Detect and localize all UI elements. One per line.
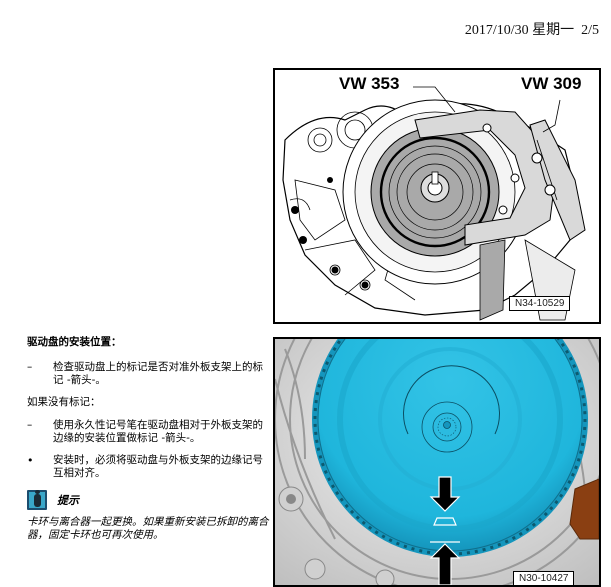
tool-label-vw353: VW 353 (339, 74, 400, 93)
dash-marker: – (27, 361, 33, 373)
step-align-marks: • 安装时，必须将驱动盘与外板支架的边缘记号互相对齐。 (24, 454, 272, 480)
bullet-marker: • (27, 454, 34, 467)
figure-drive-plate-alignment: N30-10427 (273, 337, 601, 587)
step-make-mark: – 使用永久性记号笔在驱动盘相对于外板支架的边缘的安装位置做标记 -箭头-。 (24, 419, 272, 445)
section-title: 驱动盘的安装位置： (27, 336, 122, 348)
step-text: 使用永久性记号笔在驱动盘相对于外板支架的边缘的安装位置做标记 -箭头-。 (53, 419, 263, 444)
tool-label-vw309: VW 309 (521, 74, 582, 93)
note-body: 卡环与离合器一起更换。如果重新安装已拆卸的离合器，固定卡环也可再次使用。 (27, 516, 269, 541)
page-number: 2/5 (581, 23, 599, 38)
step-check-mark: – 检查驱动盘上的标记是否对准外板支架上的标记 -箭头-。 (24, 361, 272, 387)
note-title: 提示 (57, 493, 79, 507)
date-text: 2017/10/30 (464, 23, 529, 38)
transmission-line-drawing (282, 86, 586, 321)
figure-code: N30-10427 (513, 571, 575, 585)
header-date: 2017/10/30 星期一 2/5 (465, 19, 599, 39)
weekday-text: 星期一 (532, 23, 575, 38)
drive-plate-render (275, 339, 599, 585)
step-text: 安装时，必须将驱动盘与外板支架的边缘记号互相对齐。 (53, 454, 263, 479)
note-header: 提示 (27, 489, 272, 510)
figure-tool-installation: VW 353 VW 309 N34-10529 (273, 68, 601, 324)
dash-marker: – (27, 419, 33, 431)
step-text: 检查驱动盘上的标记是否对准外板支架上的标记 -箭头-。 (53, 361, 263, 386)
arrow-up-icon (429, 543, 461, 585)
info-icon (27, 489, 47, 510)
no-mark-condition: 如果没有标记： (27, 396, 101, 408)
instruction-text: 驱动盘的安装位置： – 检查驱动盘上的标记是否对准外板支架上的标记 -箭头-。 … (24, 336, 272, 542)
figure-code: N34-10529 (509, 296, 571, 311)
arrow-down-icon (429, 476, 461, 512)
